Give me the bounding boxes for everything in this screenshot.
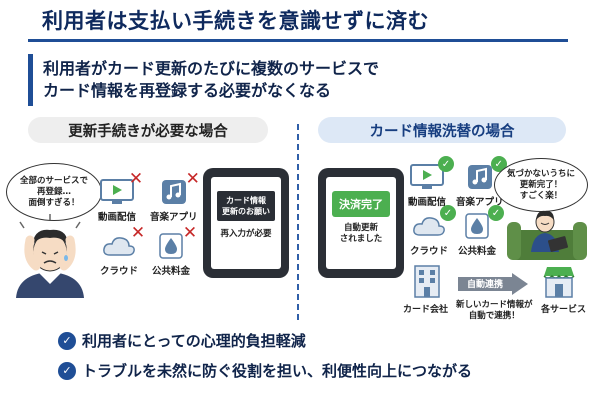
auto-link-note: 新しいカード情報が 自動で連携！ [456,300,533,322]
right-service-video: ✓ 動画配信 [408,156,454,208]
arrow-right-icon [458,273,528,295]
check-mark-icon: ✓ [438,156,454,172]
left-section-heading: 更新手続きが必要な場合 [28,117,268,143]
auto-updated-line: されました [339,234,383,244]
service-label: クラウド [100,266,139,277]
lead-line-1: 利用者がカード更新のたびに複数のサービスで [43,59,380,78]
bubble-line: 再登録… [36,186,71,197]
service-label: 動画配信 [98,212,137,223]
bubble-line: 更新完了！ [519,179,563,190]
x-mark-icon: ✕ [130,223,146,243]
check-circle-icon: ✓ [58,361,76,380]
stressed-person-icon [16,214,84,298]
auto-link-label: 自動連携 [467,280,504,290]
card-company-label: カード会社 [403,305,449,315]
cloud-icon [103,237,135,256]
x-mark-icon: ✕ [128,169,144,189]
store-icon [543,267,575,298]
auto-updated-text: 自動更新 されました [340,223,383,245]
section-divider [297,124,299,320]
benefit-text: 利用者にとっての心理的負担軽減 [82,332,306,350]
video-icon [410,164,444,189]
service-label: 音楽アプリ [150,212,198,223]
service-label: 公共料金 [458,246,497,257]
left-service-video: ✕ 動画配信 [98,171,143,224]
auto-link-note-line: 新しいカード情報が [456,300,533,310]
bubble-line: 気づかないうちに [506,168,575,179]
right-speech-bubble: 気づかないうちに 更新完了！ すごく楽！ [494,158,588,212]
benefit-text: トラブルを未然に防ぐ役割を担い、利便性向上につながる [82,362,473,380]
left-tablet: カード情報 更新のお願い 再入力が必要 [203,168,289,278]
left-service-cloud: ✕ クラウド [100,225,145,278]
left-service-utility: ✕ 公共料金 [152,225,197,278]
right-section-heading: カード情報洗替の場合 [318,117,566,143]
lead-text-block: 利用者がカード更新のたびに複数のサービスで カード情報を再登録する必要がなくなる [28,54,573,106]
bubble-line: 面倒すぎる！ [28,197,80,208]
title-underline [28,39,568,42]
bubble-line: すごく楽！ [519,190,563,201]
page-title: 利用者は支払い手続きを意識せずに済む [42,9,429,33]
x-mark-icon: ✕ [185,169,200,189]
right-tablet: 決済完了 自動更新 されました [318,168,404,278]
water-drop-icon [465,213,489,239]
auto-link-note-line: 自動で連携！ [468,311,520,321]
service-label: 動画配信 [408,197,447,208]
benefit-item: ✓ トラブルを未然に防ぐ役割を担い、利便性向上につながる [58,360,472,381]
reentry-required-text: 再入力が必要 [220,229,272,239]
check-mark-icon: ✓ [488,205,504,221]
auto-updated-line: 自動更新 [343,223,378,233]
lead-line-2: カード情報を再登録する必要がなくなる [43,81,332,100]
water-drop-icon [159,233,183,259]
x-mark-icon: ✕ [182,223,198,243]
card-update-line: カード情報 [226,196,266,205]
service-label: クラウド [410,246,449,257]
left-speech-bubble: 全部のサービスで 再登録… 面倒すぎる！ [6,163,102,221]
right-tablet-screen: 決済完了 自動更新 されました [326,177,396,269]
service-label: 音楽アプリ [456,197,504,208]
card-update-request: カード情報 更新のお願い [217,191,275,221]
left-service-music: ✕ 音楽アプリ [150,171,200,224]
right-service-cloud: ✓ クラウド [410,205,456,257]
each-service-label: 各サービス [541,305,587,315]
building-icon [414,265,440,298]
relaxed-person-icon [507,210,587,260]
check-mark-icon: ✓ [440,205,456,221]
cloud-icon [413,217,445,236]
bubble-line: 全部のサービスで [19,175,88,186]
video-icon [100,179,134,204]
left-tablet-screen: カード情報 更新のお願い 再入力が必要 [211,177,281,269]
payment-complete-badge: 決済完了 [332,191,390,217]
card-update-line: 更新のお願い [222,207,270,216]
right-service-utility: ✓ 公共料金 [458,205,504,257]
check-circle-icon: ✓ [58,331,76,350]
benefit-item: ✓ 利用者にとっての心理的負担軽減 [58,330,306,351]
service-label: 公共料金 [152,266,191,277]
music-icon [467,165,492,189]
music-icon [161,180,186,204]
